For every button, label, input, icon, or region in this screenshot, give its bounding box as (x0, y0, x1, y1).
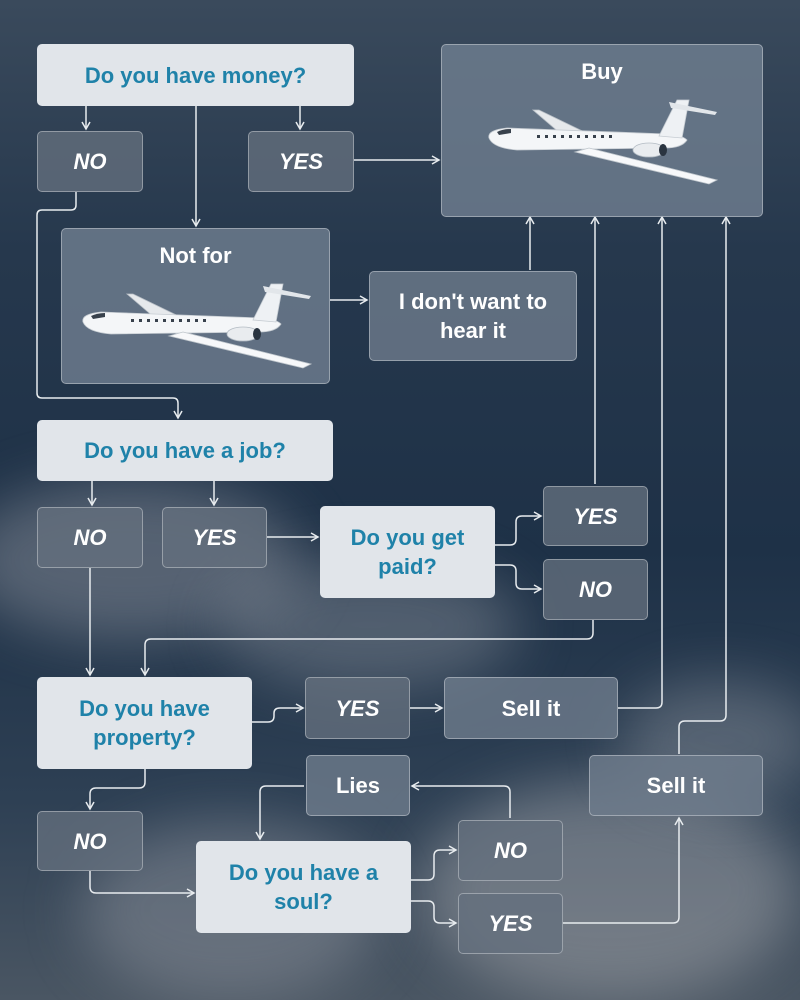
arrow-sellprop-buy (618, 215, 667, 709)
question-job: Do you have a job? (37, 420, 333, 481)
arrow-property-yes (252, 703, 305, 723)
answer-money-yes: YES (248, 131, 354, 192)
private-jet-icon (81, 283, 312, 369)
private-jet-icon (488, 99, 719, 185)
question-money: Do you have money? (37, 44, 354, 106)
arrow-paidno-property (140, 620, 594, 677)
answer-property-no: NO (37, 811, 143, 871)
action-sell-property: Sell it (444, 677, 618, 739)
panel-not-for: Not for (61, 228, 330, 384)
arrow-paid-no (495, 564, 543, 594)
panel-not-for-title: Not for (159, 243, 232, 268)
question-soul: Do you have a soul? (196, 841, 411, 933)
panel-buy: Buy (441, 44, 763, 217)
answer-paid-yes: YES (543, 486, 648, 546)
arrow-propno-soul (89, 871, 196, 898)
arrow-paid-yes (495, 511, 543, 546)
question-paid: Do you get paid? (320, 506, 495, 598)
arrow-lies-soul (255, 785, 304, 841)
arrow-moneyno-job (36, 192, 183, 420)
arrow-soul-no (411, 845, 458, 881)
arrow-soulno-lies (410, 781, 511, 818)
arrow-soulyes-sell (563, 816, 684, 924)
action-dont-want: I don't want to hear it (369, 271, 577, 361)
answer-job-yes: YES (162, 507, 267, 568)
question-property: Do you have property? (37, 677, 252, 769)
action-sell-soul: Sell it (589, 755, 763, 816)
answer-money-no: NO (37, 131, 143, 192)
arrow-soul-yes (411, 900, 458, 928)
arrow-property-no (85, 769, 146, 811)
answer-paid-no: NO (543, 559, 648, 620)
panel-buy-title: Buy (581, 59, 623, 84)
answer-property-yes: YES (305, 677, 410, 739)
answer-soul-no: NO (458, 820, 563, 881)
arrow-sellsoul-buy (678, 215, 731, 754)
answer-job-no: NO (37, 507, 143, 568)
action-lies: Lies (306, 755, 410, 816)
answer-soul-yes: YES (458, 893, 563, 954)
